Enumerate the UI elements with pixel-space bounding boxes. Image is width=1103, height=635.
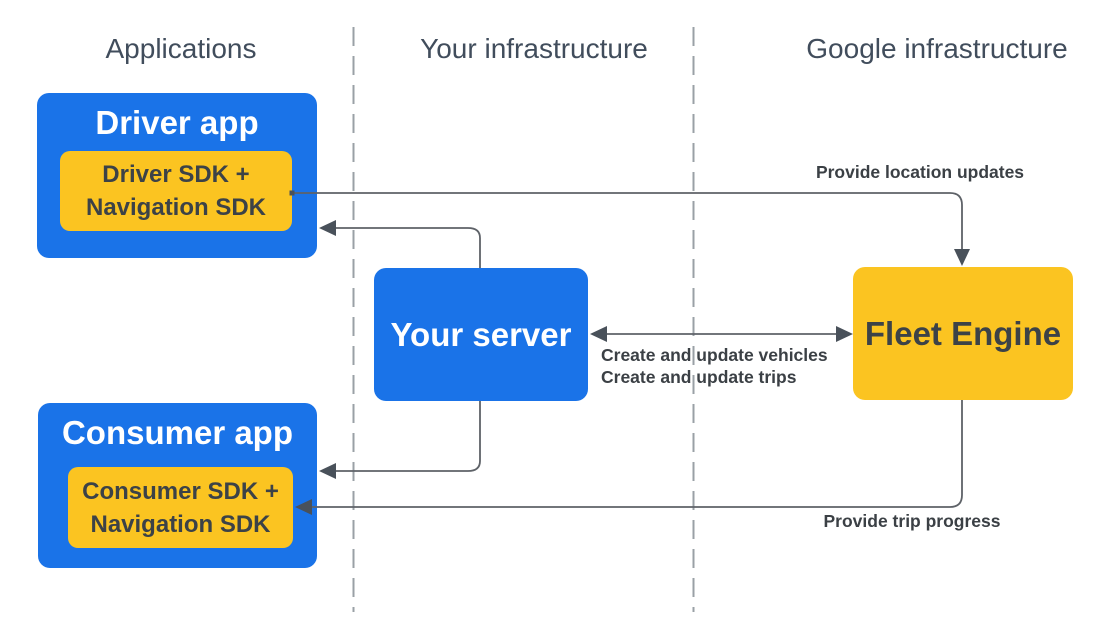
driver-sdk-line2: Navigation SDK (85, 194, 267, 221)
label-provide-trip-progress: Provide trip progress (823, 511, 1001, 531)
consumer-app-box: Consumer app Consumer SDK + Navigation S… (38, 403, 317, 568)
your-server-title: Your server (390, 315, 572, 353)
consumer-sdk-box: Consumer SDK + Navigation SDK (68, 467, 293, 548)
driver-app-box: Driver app Driver SDK + Navigation SDK (37, 93, 317, 258)
consumer-sdk-line1: Consumer SDK + (82, 477, 279, 505)
label-create-update-vehicles: Create and update vehicles (601, 345, 828, 365)
driver-app-title: Driver app (95, 104, 259, 141)
arrowhead-into-driver-app (319, 220, 336, 236)
fleet-engine-box: Fleet Engine (853, 267, 1073, 400)
edge-trip-progress (312, 400, 963, 508)
arrowhead-into-fleet-engine-left (836, 326, 853, 342)
label-create-update-trips: Create and update trips (601, 366, 797, 387)
driver-sdk-line1: Driver SDK + (102, 161, 250, 188)
edge-server-to-consumer-app (336, 401, 481, 472)
fleet-engine-title: Fleet Engine (864, 314, 1062, 352)
column-header-google-infrastructure: Google infrastructure (806, 33, 1068, 64)
edge-server-to-driver-app (336, 227, 481, 268)
your-server-box: Your server (374, 268, 588, 401)
consumer-app-title: Consumer app (61, 414, 294, 451)
label-provide-location-updates: Provide location updates (815, 162, 1025, 182)
arrowhead-into-consumer-app (319, 463, 336, 479)
column-header-applications: Applications (105, 33, 257, 64)
edge-location-updates (292, 192, 963, 251)
consumer-sdk-line2: Navigation SDK (90, 510, 271, 538)
arrowhead-into-fleet-engine (954, 249, 970, 266)
arrowhead-into-your-server (590, 326, 607, 342)
column-header-your-infrastructure: Your infrastructure (420, 33, 648, 64)
driver-sdk-box: Driver SDK + Navigation SDK (60, 151, 292, 231)
label-create-update: Create and update vehicles Create and up… (601, 345, 828, 388)
